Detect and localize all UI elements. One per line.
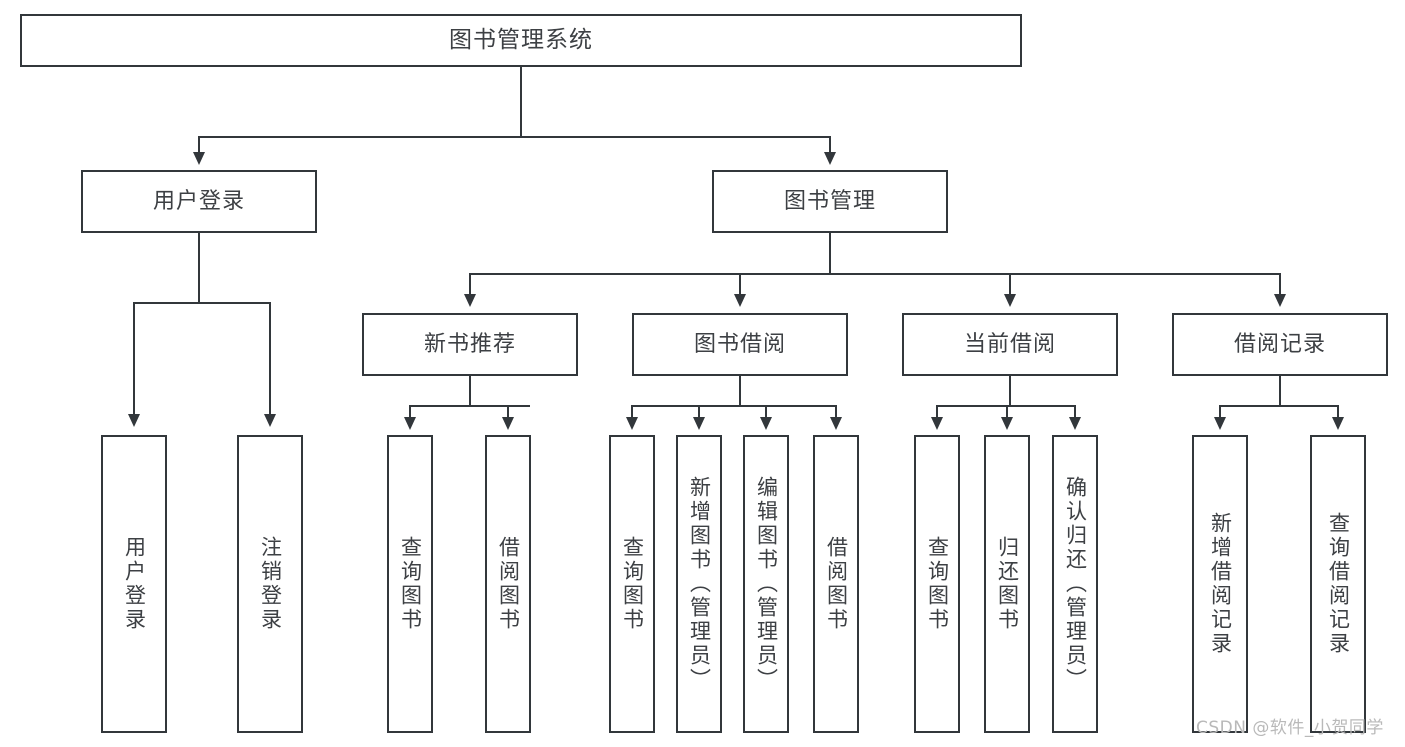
edge-to-leaf-user-login (133, 302, 135, 417)
leaf-borrow-book-recommendation[interactable]: 借阅图书 (485, 435, 531, 733)
edge-to-borrow-record (1279, 273, 1281, 297)
node-user-login[interactable]: 用户登录 (81, 170, 317, 233)
node-label: 用户登录 (122, 536, 147, 632)
leaf-query-book-borrow[interactable]: 查询图书 (609, 435, 655, 733)
node-book-borrow[interactable]: 图书借阅 (632, 313, 848, 376)
node-label: 归还图书 (995, 536, 1020, 632)
leaf-user-logout[interactable]: 注销登录 (237, 435, 303, 733)
node-label: 确认归还（管理员） (1063, 476, 1088, 692)
node-label: 借阅图书 (824, 536, 849, 632)
edge-user-login-bus (133, 302, 270, 304)
node-label: 注销登录 (258, 536, 283, 632)
csdn-watermark: CSDN @软件_小贺同学 (1196, 718, 1384, 738)
edge-to-leaf-query-book-2 (631, 405, 633, 419)
edge-to-leaf-borrow-book-2 (835, 405, 837, 419)
edge-to-book-manage (829, 136, 831, 156)
node-current-borrow[interactable]: 当前借阅 (902, 313, 1118, 376)
node-label: 查询借阅记录 (1326, 512, 1351, 656)
edge-to-user-login (198, 136, 200, 156)
node-label: 图书借阅 (693, 331, 786, 357)
edge-to-leaf-add-record (1219, 405, 1221, 419)
leaf-confirm-return-admin[interactable]: 确认归还（管理员） (1052, 435, 1098, 733)
edge-level3-bus (469, 273, 1281, 275)
arrowhead-leaf-user-logout (264, 414, 276, 427)
edge-book-borrow-trunk (739, 376, 741, 406)
edge-to-book-borrow (739, 273, 741, 297)
leaf-return-book[interactable]: 归还图书 (984, 435, 1030, 733)
node-label: 用户登录 (152, 188, 245, 214)
node-root-book-management-system[interactable]: 图书管理系统 (20, 14, 1022, 67)
edge-to-leaf-return-book (1006, 405, 1008, 419)
arrowhead-leaf-borrow-book-2 (830, 417, 842, 430)
edge-borrow-record-bus (1219, 405, 1338, 407)
leaf-user-login[interactable]: 用户登录 (101, 435, 167, 733)
node-label: 新书推荐 (423, 331, 516, 357)
leaf-query-borrow-record[interactable]: 查询借阅记录 (1310, 435, 1366, 733)
edge-book-manage-trunk (829, 233, 831, 275)
edge-to-leaf-edit-book (765, 405, 767, 419)
edge-borrow-record-trunk (1279, 376, 1281, 406)
arrowhead-current-borrow (1004, 294, 1016, 307)
node-borrow-record[interactable]: 借阅记录 (1172, 313, 1388, 376)
node-label: 查询图书 (398, 536, 423, 632)
arrowhead-leaf-query-record (1332, 417, 1344, 430)
node-label: 编辑图书（管理员） (754, 476, 779, 692)
arrowhead-leaf-user-login (128, 414, 140, 427)
leaf-add-book-admin[interactable]: 新增图书（管理员） (676, 435, 722, 733)
edge-level2-bus (199, 136, 831, 138)
arrowhead-user-login (193, 152, 205, 165)
leaf-query-book-recommendation[interactable]: 查询图书 (387, 435, 433, 733)
edge-to-leaf-user-logout (269, 302, 271, 417)
edge-to-leaf-query-book-3 (936, 405, 938, 419)
edge-to-new-book-rec (469, 273, 471, 297)
node-label: 新增借阅记录 (1208, 512, 1233, 656)
leaf-query-book-current[interactable]: 查询图书 (914, 435, 960, 733)
edge-to-leaf-query-record (1337, 405, 1339, 419)
edge-current-borrow-bus (936, 405, 1075, 407)
edge-to-leaf-add-book (698, 405, 700, 419)
node-label: 新增图书（管理员） (687, 476, 712, 692)
arrowhead-leaf-query-book-3 (931, 417, 943, 430)
edge-to-leaf-confirm-return (1074, 405, 1076, 419)
node-label: 当前借阅 (963, 331, 1056, 357)
node-label: 查询图书 (620, 536, 645, 632)
arrowhead-leaf-add-book (693, 417, 705, 430)
edge-book-borrow-bus (631, 405, 836, 407)
edge-new-book-rec-bus (409, 405, 530, 407)
leaf-borrow-book-borrow[interactable]: 借阅图书 (813, 435, 859, 733)
arrowhead-leaf-query-book-1 (404, 417, 416, 430)
arrowhead-book-borrow (734, 294, 746, 307)
edge-to-leaf-query-book-1 (409, 405, 411, 419)
node-label: 图书管理 (783, 188, 876, 214)
arrowhead-leaf-edit-book (760, 417, 772, 430)
arrowhead-leaf-borrow-book-1 (502, 417, 514, 430)
arrowhead-leaf-return-book (1001, 417, 1013, 430)
node-new-book-recommendation[interactable]: 新书推荐 (362, 313, 578, 376)
edge-root-trunk (520, 67, 522, 136)
arrowhead-leaf-add-record (1214, 417, 1226, 430)
arrowhead-book-manage (824, 152, 836, 165)
arrowhead-new-book-rec (464, 294, 476, 307)
arrowhead-borrow-record (1274, 294, 1286, 307)
node-label: 借阅记录 (1233, 331, 1326, 357)
edge-user-login-trunk (198, 233, 200, 303)
node-label: 查询图书 (925, 536, 950, 632)
node-label: 图书管理系统 (449, 26, 593, 53)
arrowhead-leaf-confirm-return (1069, 417, 1081, 430)
arrowhead-leaf-query-book-2 (626, 417, 638, 430)
node-book-manage[interactable]: 图书管理 (712, 170, 948, 233)
edge-to-current-borrow (1009, 273, 1011, 297)
node-label: 借阅图书 (496, 536, 521, 632)
edge-to-leaf-borrow-book-1 (507, 405, 509, 419)
edge-new-book-rec-trunk (469, 376, 471, 406)
leaf-add-borrow-record[interactable]: 新增借阅记录 (1192, 435, 1248, 733)
leaf-edit-book-admin[interactable]: 编辑图书（管理员） (743, 435, 789, 733)
edge-current-borrow-trunk (1009, 376, 1011, 406)
